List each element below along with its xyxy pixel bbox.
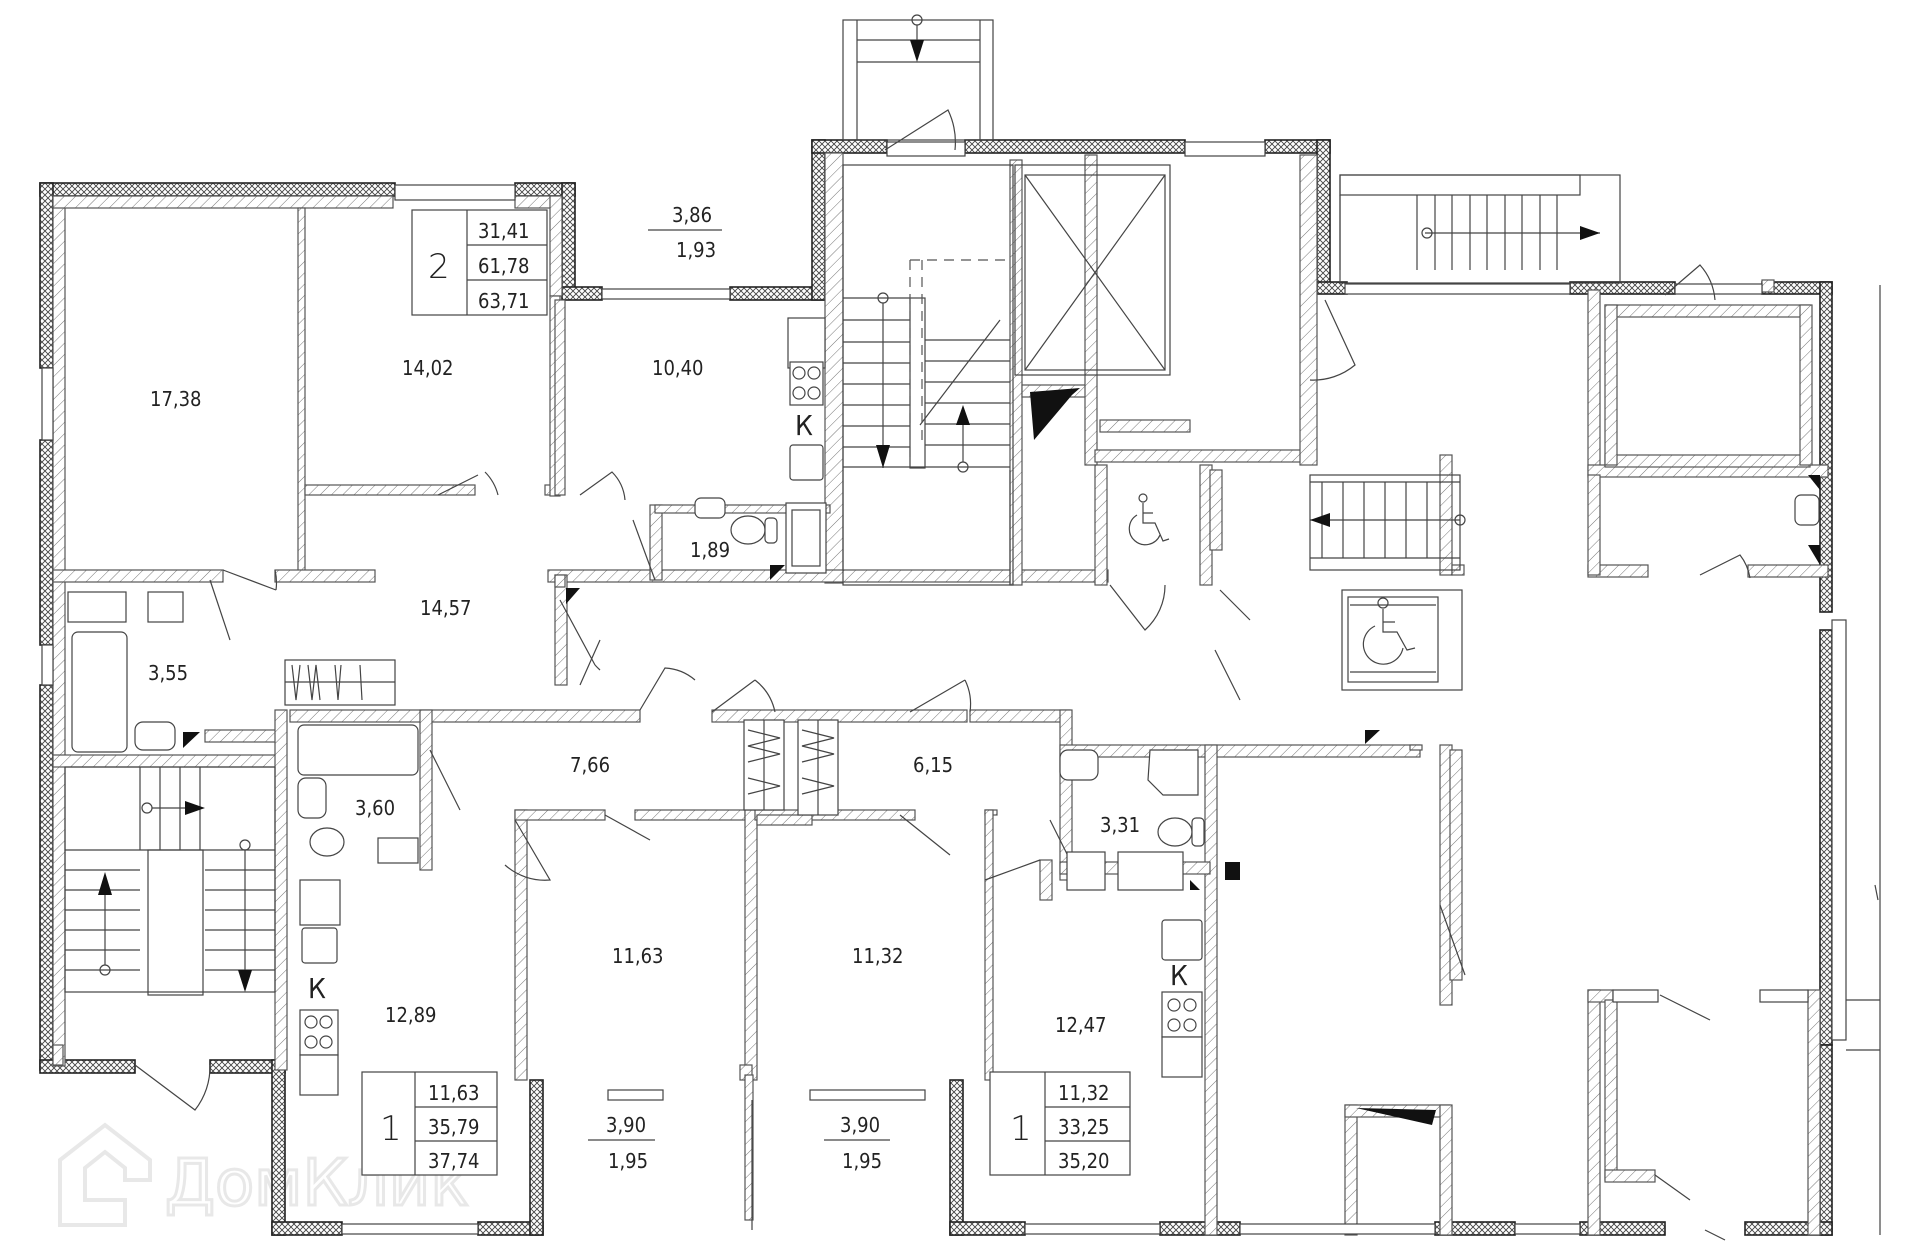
elevator-shaft-icon [1024,174,1166,371]
wheelchair-icon [1128,493,1170,546]
rooms-count: 2 [428,247,450,287]
rooms-count: 1 [380,1109,402,1149]
balcony-area: 3,90 [840,1113,880,1137]
room-area-bedroom: 17,38 [150,387,202,411]
stair-top-right [1339,174,1621,284]
sink-icon [1794,494,1820,526]
balcony-reduced-area: 1,93 [676,238,716,262]
stove-icon [1161,991,1203,1038]
sink-icon [297,777,327,819]
room-area-bath: 3,60 [355,796,395,820]
doors [134,109,1879,1241]
balcony-reduced-area: 1,95 [608,1149,648,1173]
toilet-icon [309,827,345,857]
living-area: 31,41 [478,219,530,243]
room-labels: 17,38 14,02 10,40 1,89 14,57 3,55 7,66 3… [148,356,1140,1037]
stairwell-lower-left [64,766,276,996]
room-area-bedroom: 14,02 [402,356,454,380]
stair-arrow-icon [910,40,924,62]
sink-icon [789,444,824,481]
elevator-shaft [1014,164,1171,376]
interior-walls [52,152,1829,1236]
wheelchair-icon [1362,597,1416,665]
apartment-info-1room-right: 1 11,32 33,25 35,20 [989,1071,1131,1176]
sink-icon [1161,919,1203,961]
bathtub-icon [71,631,128,753]
stair-arrow-icon [876,445,890,468]
apartment-info-1room-left: 1 11,63 35,79 37,74 [361,1071,498,1176]
windows [41,141,1881,1235]
total-area: 35,79 [428,1115,480,1139]
sink-icon [694,497,726,519]
shower-icon [1147,749,1199,796]
kitchen-mark: К [1170,959,1188,992]
stair-top-entrance [842,14,994,141]
room-area-bath: 3,55 [148,661,188,685]
total-area: 61,78 [478,254,530,278]
vent-ducts [183,388,1820,1125]
accessible-wc [1128,493,1170,546]
fixtures: К К [67,317,1820,1096]
stair-arrow-icon [185,801,205,815]
balcony-area: 3,90 [606,1113,646,1137]
stair-arrow-icon [1580,226,1600,240]
stair-arrow-icon [98,872,112,895]
balcony-bottom-left: 3,90 1,95 [588,1113,655,1173]
balcony-top: 3,86 1,93 [648,203,722,262]
total-area: 33,25 [1058,1115,1110,1139]
toilet-icon [1157,817,1193,847]
balcony-bottom-right: 3,90 1,95 [824,1113,890,1173]
kitchen-mark: К [795,409,813,442]
room-area-hall: 14,57 [420,596,472,620]
room-area-bath: 3,31 [1100,813,1140,837]
balcony-reduced-area: 1,95 [842,1149,882,1173]
stair-arrow-icon [956,405,970,425]
room-area-kitchen: 12,89 [385,1003,437,1027]
stair-arrow-icon [238,970,252,992]
room-area-hall: 7,66 [570,753,610,777]
rooms-count: 1 [1010,1109,1032,1149]
wheelchair-lift [1341,589,1463,691]
exterior-walls [39,139,1833,1236]
stair-arrow-icon [1310,513,1330,527]
sink-icon [134,721,176,751]
room-area-wc: 1,89 [690,538,730,562]
living-area: 11,32 [1058,1081,1110,1105]
kitchen-mark: К [308,972,326,1005]
stairwell-main [842,164,1014,586]
room-area-hall: 6,15 [913,753,953,777]
total-area-balcony: 63,71 [478,289,530,313]
room-area-room: 11,32 [852,944,904,968]
total-area-balcony: 37,74 [428,1149,480,1173]
room-area-kitchen: 12,47 [1055,1013,1107,1037]
room-area-kitchen: 10,40 [652,356,704,380]
stove-icon [299,1009,339,1056]
bathtub-icon [297,724,419,776]
room-area-room: 11,63 [612,944,664,968]
total-area-balcony: 35,20 [1058,1149,1110,1173]
stair-right-middle [1309,474,1466,571]
toilet-icon [730,515,766,545]
house-logo-icon [58,1122,152,1227]
sink-icon [1059,749,1099,781]
apartment-info-2room: 2 31,41 61,78 63,71 [411,209,548,316]
balcony-area: 3,86 [672,203,712,227]
sink-icon [301,927,338,964]
living-area: 11,63 [428,1081,480,1105]
